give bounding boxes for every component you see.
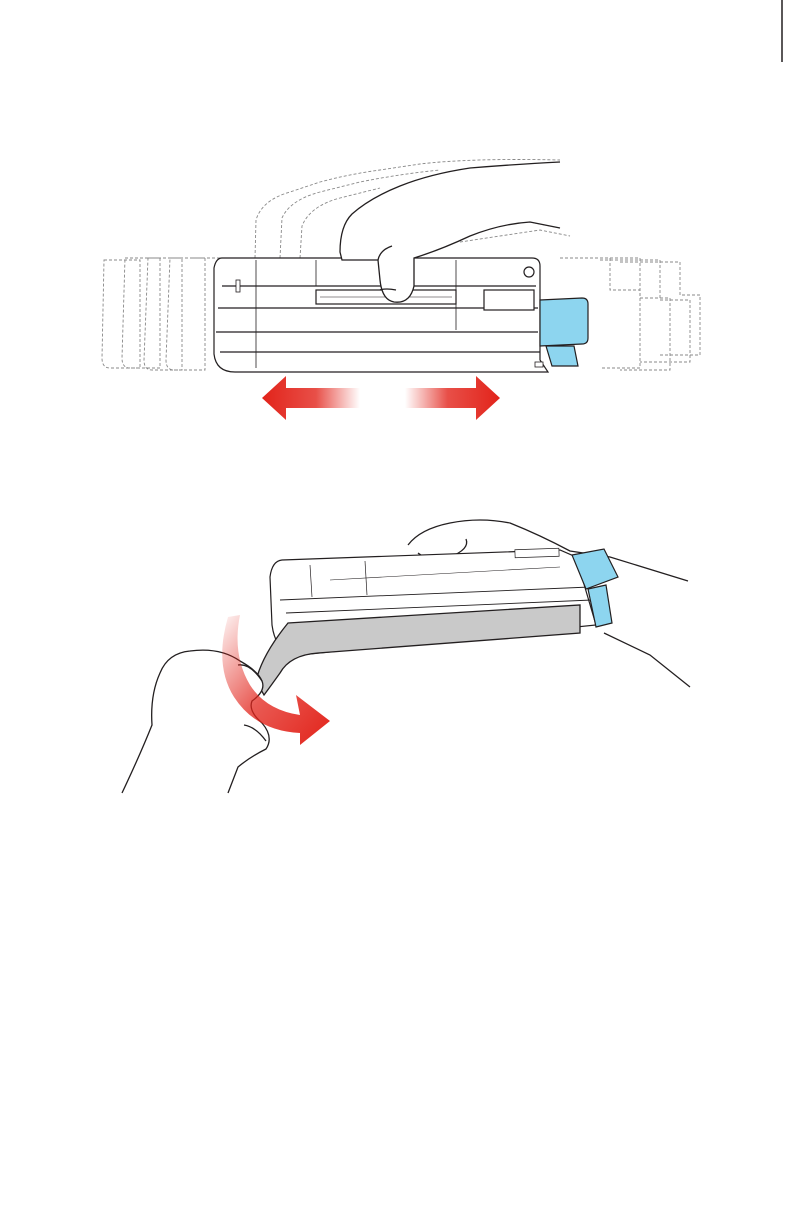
- hand-icon: [122, 650, 269, 793]
- shake-cartridge-figure: [0, 140, 792, 440]
- remove-tape-figure: [0, 505, 792, 805]
- double-arrow-icon: [262, 376, 500, 420]
- cartridge-end-tab: [540, 298, 588, 366]
